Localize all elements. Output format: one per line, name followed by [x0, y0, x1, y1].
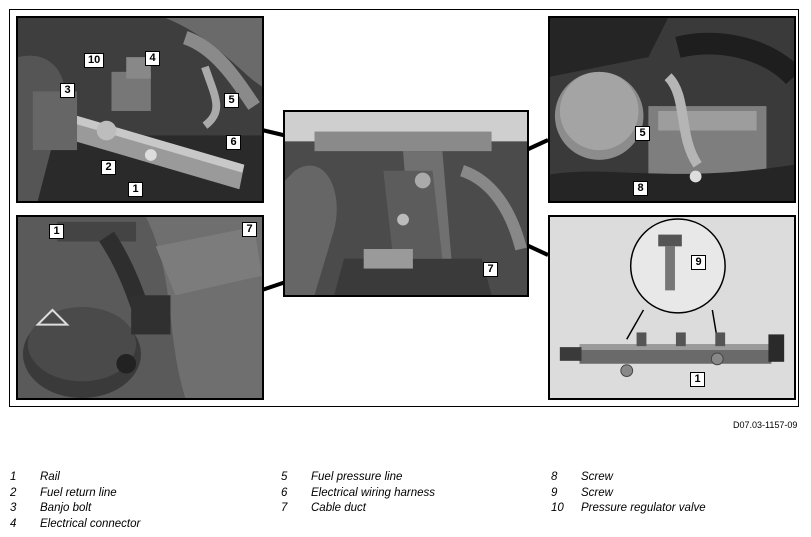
legend-text: Electrical wiring harness — [311, 486, 435, 499]
callout-br-9: 9 — [691, 255, 706, 270]
callout-tl-4: 4 — [145, 51, 160, 66]
legend-number: 4 — [10, 517, 17, 530]
legend-text: Fuel pressure line — [311, 471, 403, 483]
callout-ml-1: 1 — [49, 224, 64, 239]
legend-column-1: 1 Rail 2 Fuel return line 3 Banjo bolt 4 Ele… — [10, 471, 140, 533]
legend-number: 5 — [281, 471, 288, 483]
legend-item: 9 Screw — [551, 487, 706, 503]
legend-text: Pressure regulator valve — [581, 502, 706, 514]
legend-text: Fuel return line — [40, 486, 117, 499]
callout-br-1: 1 — [690, 372, 705, 387]
legend-item: 6 Electrical wiring harness — [281, 487, 435, 503]
photo-pressure-line-detail — [548, 16, 796, 203]
legend-item: 4 Electrical connector — [10, 518, 140, 534]
legend-number: 7 — [281, 502, 288, 514]
legend-number: 10 — [551, 502, 564, 514]
legend-text: Screw — [581, 486, 613, 499]
legend-text: Screw — [581, 471, 613, 483]
photo-cable-duct-detail — [16, 215, 264, 400]
legend-number: 9 — [551, 486, 558, 499]
legend-column-2: 5 Fuel pressure line 6 Electrical wiring h… — [281, 471, 435, 518]
callout-tr-5: 5 — [635, 126, 650, 141]
legend-text: Rail — [40, 471, 60, 483]
figure-code: D07.03-1157-09 — [733, 420, 798, 430]
legend-item: 8 Screw — [551, 471, 706, 487]
legend-text: Cable duct — [311, 502, 366, 514]
legend-item: 7 Cable duct — [281, 502, 435, 518]
photo-rail-detail — [16, 16, 264, 203]
callout-tr-8: 8 — [633, 181, 648, 196]
legend-item: 2 Fuel return line — [10, 487, 140, 503]
legend-item: 10 Pressure regulator valve — [551, 502, 706, 518]
callout-tl-6: 6 — [226, 135, 241, 150]
legend-number: 1 — [10, 471, 17, 483]
callout-tl-1: 1 — [128, 182, 143, 197]
callout-ml-7: 7 — [242, 222, 257, 237]
legend-text: Electrical connector — [40, 517, 141, 530]
legend-number: 6 — [281, 486, 288, 499]
callout-tl-2: 2 — [101, 160, 116, 175]
callout-center-7: 7 — [483, 262, 498, 277]
callout-tl-5: 5 — [224, 93, 239, 108]
legend-item: 3 Banjo bolt — [10, 502, 140, 518]
legend-number: 2 — [10, 486, 17, 499]
legend-text: Banjo bolt — [40, 502, 92, 514]
legend-item: 1 Rail — [10, 471, 140, 487]
photo-rail-assembly — [548, 215, 796, 400]
callout-tl-3: 3 — [60, 83, 75, 98]
legend-item: 5 Fuel pressure line — [281, 471, 435, 487]
legend-number: 8 — [551, 471, 558, 483]
callout-tl-10: 10 — [84, 53, 105, 68]
legend-number: 3 — [10, 502, 17, 514]
